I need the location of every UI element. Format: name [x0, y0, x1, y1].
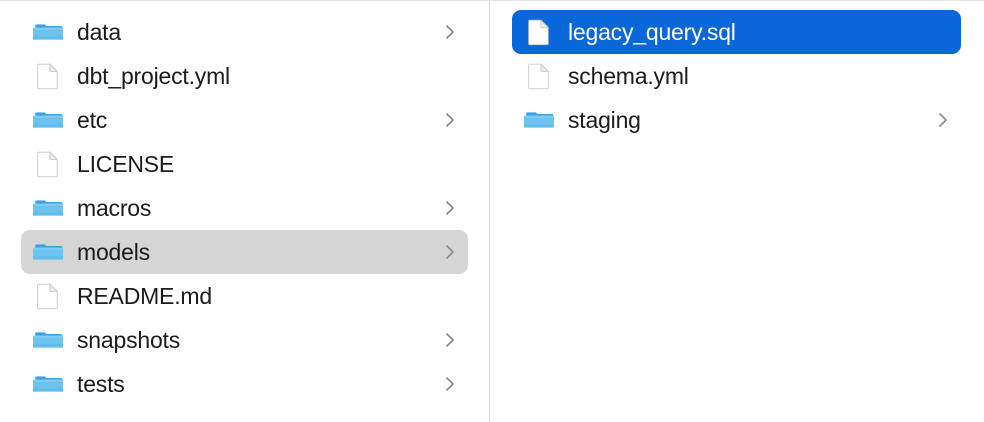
item-label: README.md	[77, 282, 212, 309]
item-label: dbt_project.yml	[77, 62, 230, 89]
item-label: models	[77, 238, 150, 265]
item-label: etc	[77, 106, 108, 133]
chevron-right-icon[interactable]	[444, 242, 456, 262]
file-column-right[interactable]: legacy_query.sql schema.yml staging	[490, 1, 983, 422]
chevron-right-icon[interactable]	[444, 330, 456, 350]
folder-row[interactable]: models	[21, 230, 468, 274]
item-label: tests	[77, 370, 125, 397]
item-label: legacy_query.sql	[568, 18, 736, 45]
file-icon	[524, 61, 554, 91]
item-label: macros	[77, 194, 152, 221]
chevron-right-icon[interactable]	[444, 110, 456, 130]
folder-icon	[524, 105, 554, 135]
item-label: data	[77, 18, 121, 45]
folder-icon	[33, 325, 63, 355]
item-label: snapshots	[77, 326, 181, 353]
folder-row[interactable]: snapshots	[21, 318, 468, 362]
file-row[interactable]: legacy_query.sql	[512, 10, 961, 54]
file-row[interactable]: README.md	[21, 274, 468, 318]
folder-row[interactable]: staging	[512, 98, 961, 142]
chevron-right-icon[interactable]	[444, 198, 456, 218]
file-row[interactable]: LICENSE	[21, 142, 468, 186]
folder-row[interactable]: macros	[21, 186, 468, 230]
file-icon	[33, 149, 63, 179]
file-row[interactable]: dbt_project.yml	[21, 54, 468, 98]
folder-icon	[33, 193, 63, 223]
folder-row[interactable]: data	[21, 10, 468, 54]
file-row[interactable]: schema.yml	[512, 54, 961, 98]
folder-icon	[33, 105, 63, 135]
item-label: schema.yml	[568, 62, 689, 89]
folder-row[interactable]: etc	[21, 98, 468, 142]
file-icon	[33, 281, 63, 311]
folder-icon	[33, 369, 63, 399]
file-icon	[524, 17, 554, 47]
chevron-right-icon[interactable]	[444, 22, 456, 42]
folder-row[interactable]: tests	[21, 362, 468, 406]
file-icon	[33, 61, 63, 91]
chevron-right-icon[interactable]	[444, 374, 456, 394]
folder-icon	[33, 17, 63, 47]
chevron-right-icon[interactable]	[937, 110, 949, 130]
item-label: LICENSE	[77, 150, 175, 177]
item-label: staging	[568, 106, 641, 133]
folder-icon	[33, 237, 63, 267]
